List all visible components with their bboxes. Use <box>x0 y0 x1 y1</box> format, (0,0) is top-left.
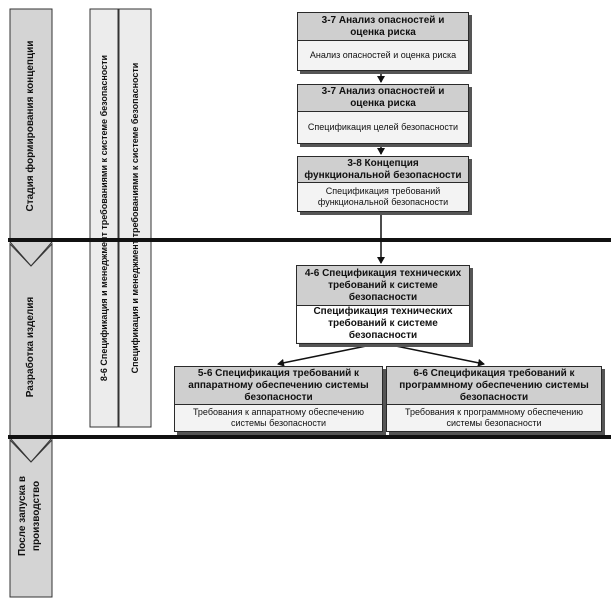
stage-divider-1 <box>8 238 611 242</box>
column-management-8-6-shape <box>89 8 119 428</box>
box-hardware-spec-title: 5-6 Спецификация требований к аппаратном… <box>175 367 382 405</box>
stage-concept-label: Стадия формирования концепции <box>25 40 36 212</box>
box-software-spec-title: 6-6 Спецификация требований к программно… <box>387 367 601 405</box>
stage-development-label: Разработка изделия <box>25 296 36 398</box>
box-safety-goals-title: 3-7 Анализ опасностей и оценка риска <box>298 85 468 112</box>
box-software-spec-body: Требования к программному обеспечению си… <box>387 405 601 430</box>
column-management-shape <box>118 8 152 428</box>
box-technical-spec-title: 4-6 Спецификация технических требований … <box>297 266 469 306</box>
box-hazard-analysis: 3-7 Анализ опасностей и оценка риска Ана… <box>297 12 469 71</box>
box-functional-concept: 3-8 Концепция функциональной безопасност… <box>297 156 469 212</box>
column-management-8-6-label: 8-6 Спецификация и менеджмент требования… <box>99 54 109 382</box>
box-technical-spec-body: Спецификация технических требований к си… <box>297 306 469 342</box>
box-hardware-spec-body: Требования к аппаратному обеспечению сис… <box>175 405 382 430</box>
box-functional-concept-title: 3-8 Концепция функциональной безопасност… <box>298 157 468 183</box>
box-technical-spec: 4-6 Спецификация технических требований … <box>296 265 470 344</box>
box-hazard-analysis-title: 3-7 Анализ опасностей и оценка риска <box>298 13 468 41</box>
stage-after-launch-shape <box>9 438 53 598</box>
box-functional-concept-body: Спецификация требований функциональной б… <box>298 183 468 210</box>
stage-after-launch-label: После запуска в производство <box>17 475 42 557</box>
connector-4-5 <box>277 342 382 367</box>
box-hardware-spec: 5-6 Спецификация требований к аппаратном… <box>174 366 383 432</box>
box-software-spec: 6-6 Спецификация требований к программно… <box>386 366 602 432</box>
connector-4-6 <box>380 342 485 367</box>
column-management-label: Спецификация и менеджмент требованиями к… <box>130 62 140 374</box>
box-safety-goals-body: Спецификация целей безопасности <box>298 112 468 142</box>
stage-concept-shape <box>9 8 53 267</box>
stage-divider-2 <box>8 435 611 439</box>
box-hazard-analysis-body: Анализ опасностей и оценка риска <box>298 41 468 69</box>
box-safety-goals: 3-7 Анализ опасностей и оценка риска Спе… <box>297 84 469 144</box>
